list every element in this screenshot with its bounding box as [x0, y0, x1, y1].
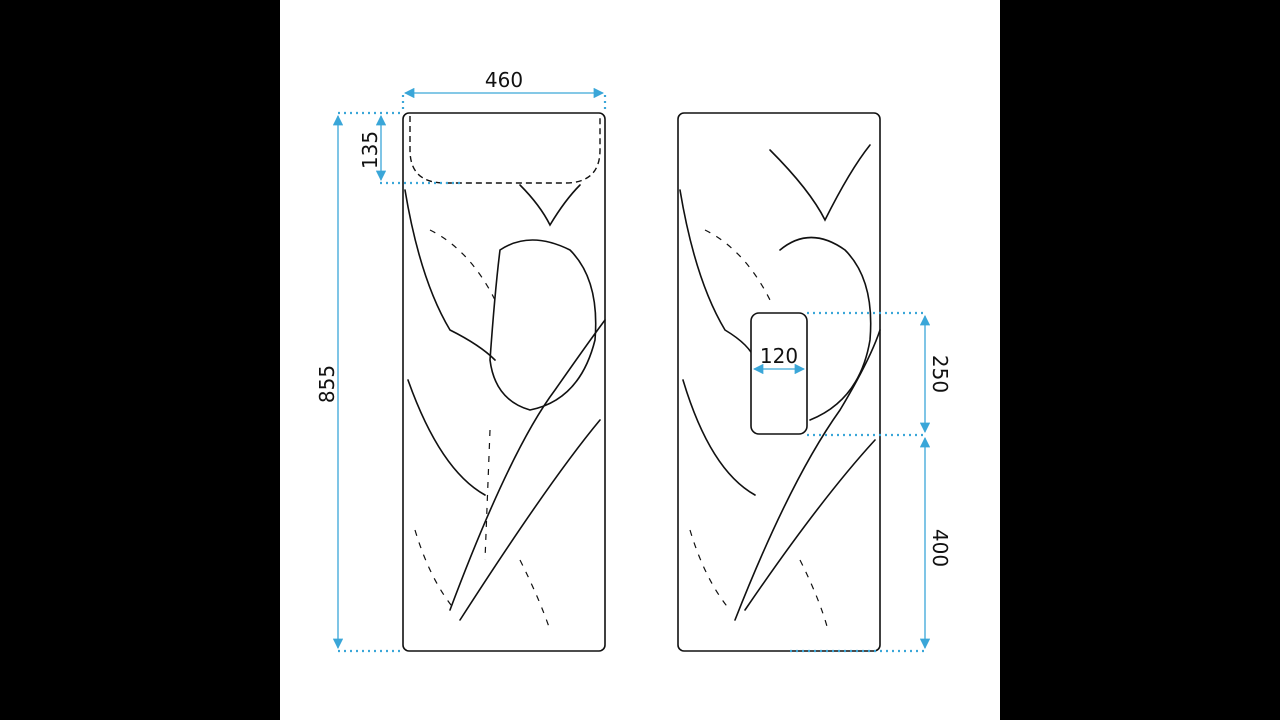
front-view: [402, 112, 606, 652]
opening-width-label: 120: [760, 344, 798, 368]
marble-veins-side: [679, 144, 881, 631]
basin-depth-label: 135: [358, 131, 382, 169]
dimension-width: 460: [401, 68, 607, 113]
pedestal-outline-front: [402, 112, 606, 652]
dimension-opening-width: 120: [752, 344, 806, 375]
marble-veins-front: [404, 184, 606, 631]
dimension-opening-height: 250: [807, 311, 952, 437]
opening-from-floor-label: 400: [928, 529, 952, 567]
opening-height-label: 250: [928, 355, 952, 393]
width-label: 460: [485, 68, 523, 92]
side-view: [677, 112, 881, 652]
basin-hidden-outline: [409, 116, 601, 184]
technical-drawing: 460 855 135 120 250 400: [280, 0, 1000, 720]
height-label: 855: [315, 365, 339, 403]
side-opening: [750, 312, 808, 435]
dimension-height: 855: [315, 111, 403, 653]
dimension-basin-depth: 135: [358, 114, 460, 185]
drawing-svg: 460 855 135 120 250 400: [315, 68, 952, 653]
dimension-opening-from-floor: 400: [790, 436, 952, 653]
